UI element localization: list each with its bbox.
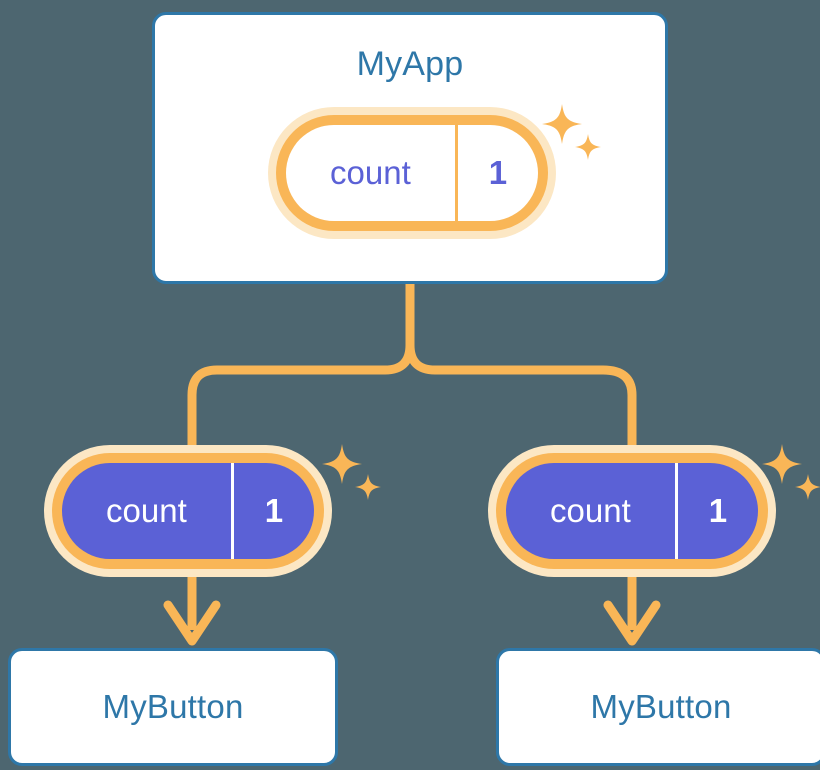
- pill-body: count 1: [506, 463, 758, 559]
- component-card-mybutton-right[interactable]: MyButton: [496, 648, 820, 766]
- state-value: 1: [674, 463, 758, 559]
- page-title: MyApp: [356, 45, 464, 83]
- state-pill-child-left[interactable]: count 1: [44, 445, 332, 577]
- component-card-mybutton-left[interactable]: MyButton: [8, 648, 338, 766]
- state-key: count: [106, 492, 187, 529]
- down-arrow-icon-right: [603, 572, 661, 646]
- state-key: count: [550, 492, 631, 529]
- pill-body: count 1: [62, 463, 314, 559]
- pill-body: count 1: [286, 125, 538, 221]
- down-arrow-icon-left: [163, 572, 221, 646]
- state-key: count: [330, 154, 411, 191]
- connector-branch-left: [187, 279, 415, 457]
- state-value: 1: [454, 125, 538, 221]
- state-value: 1: [230, 463, 314, 559]
- connector-branch-right: [405, 279, 637, 457]
- component-title: MyButton: [590, 688, 732, 725]
- state-pill-child-right[interactable]: count 1: [488, 445, 776, 577]
- component-title: MyButton: [102, 688, 244, 725]
- state-pill-root[interactable]: count 1: [268, 107, 556, 239]
